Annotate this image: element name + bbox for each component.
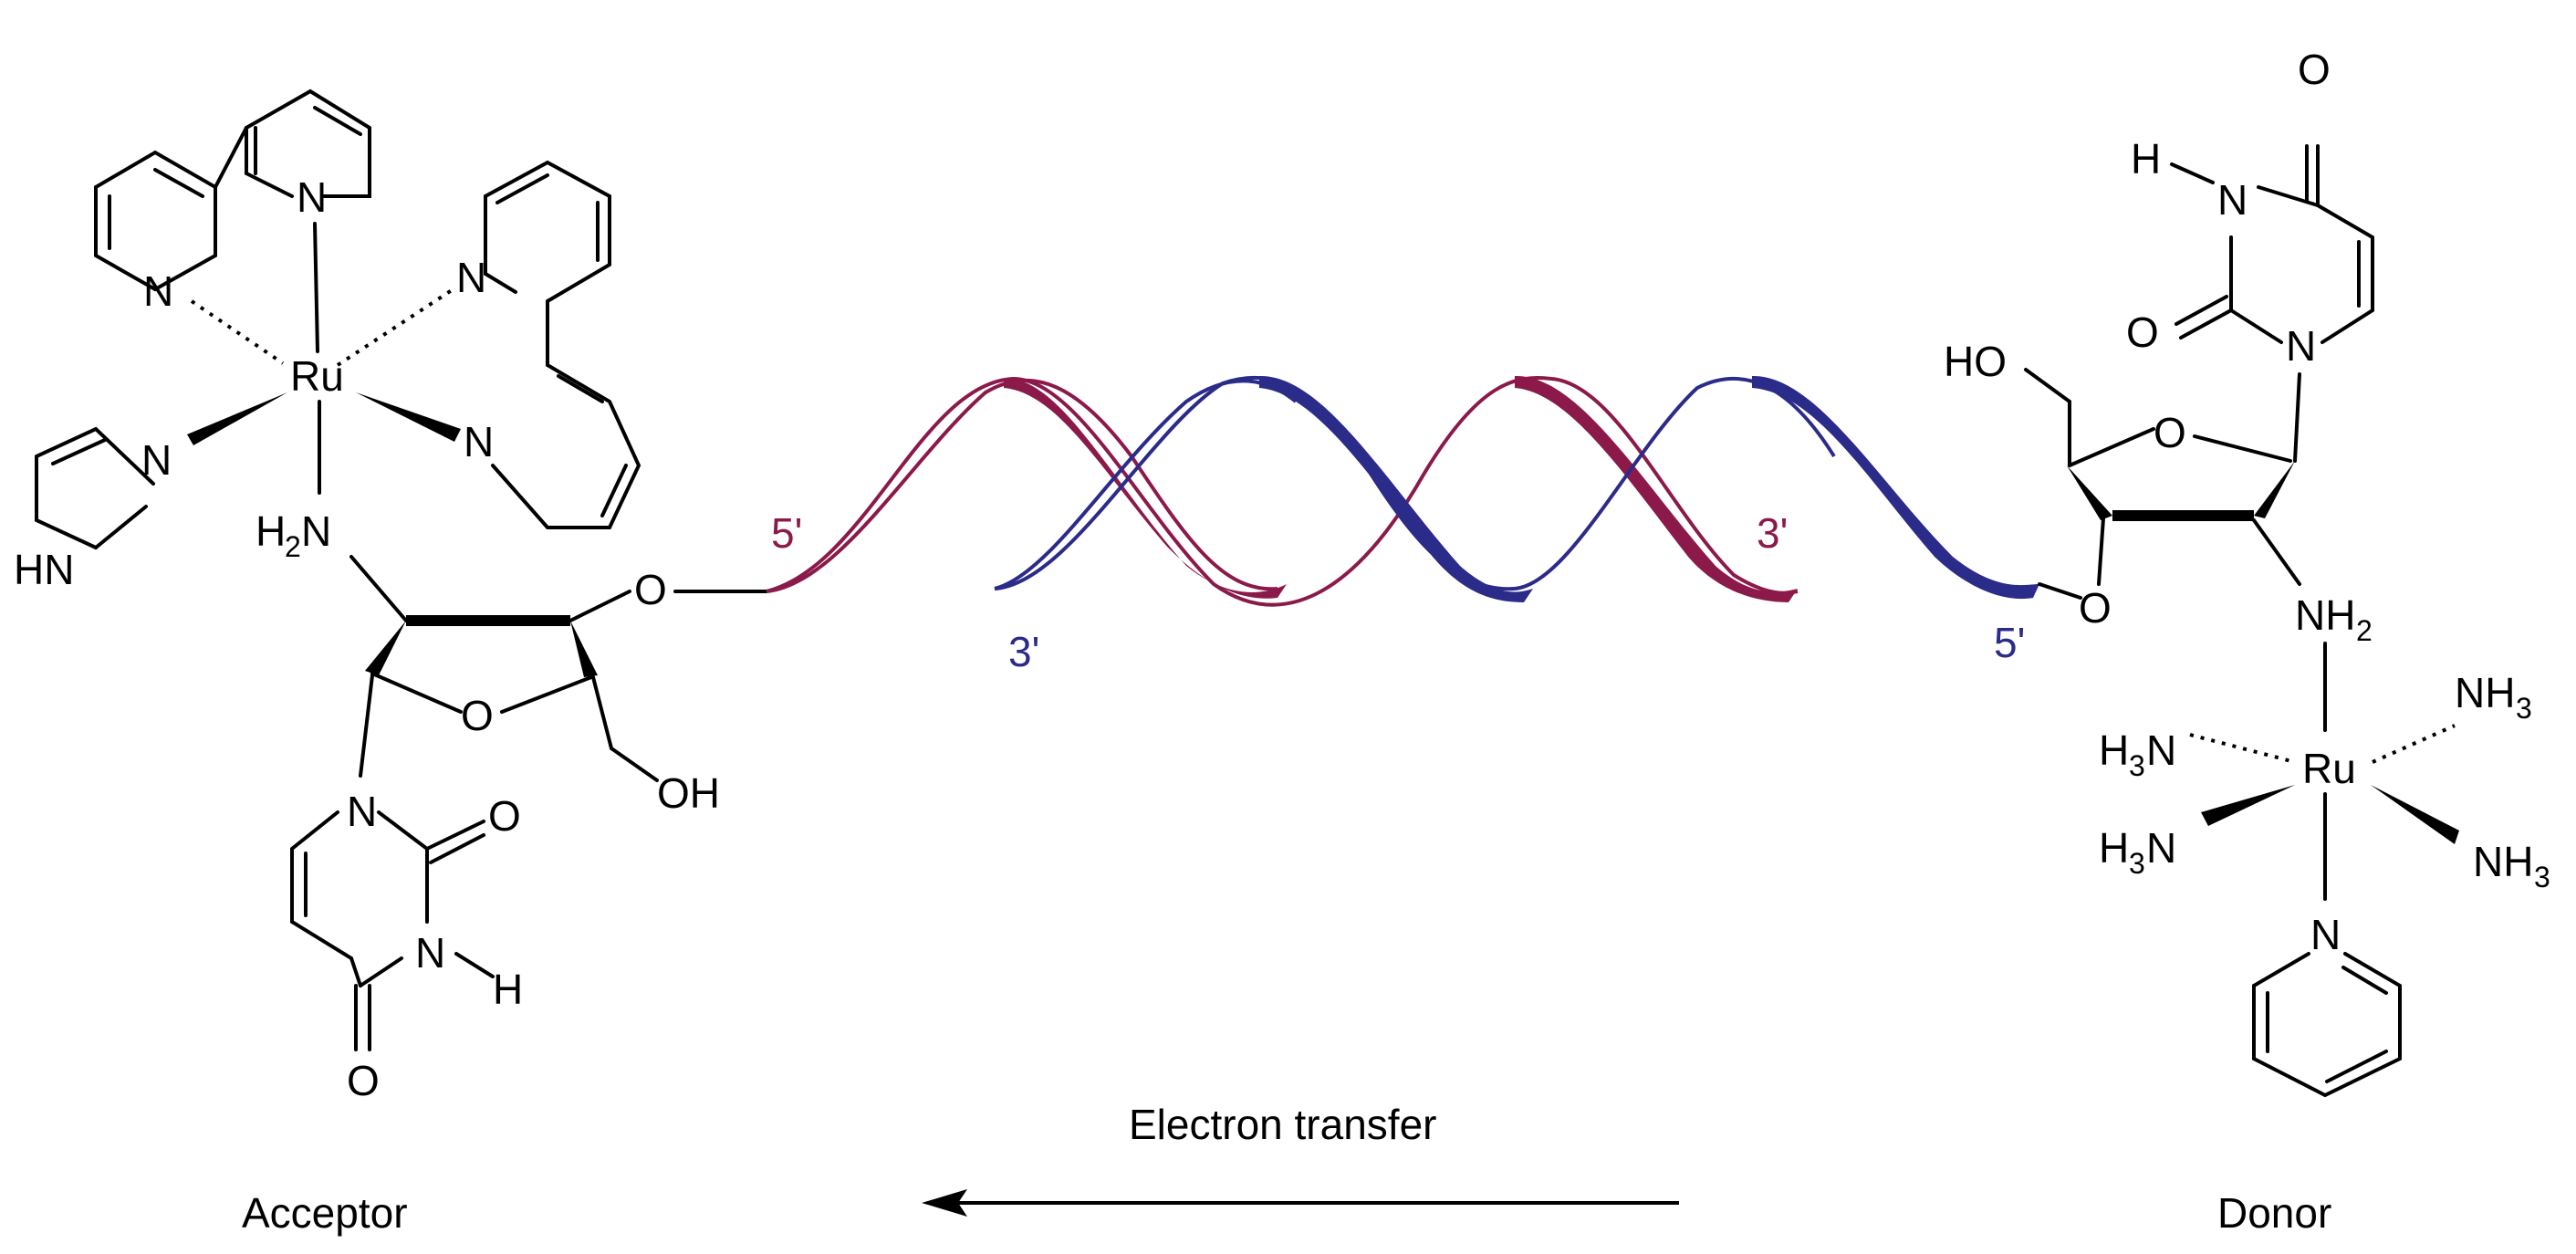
acceptor-n-ring-b: N [297, 173, 327, 221]
donor-uracil-h: H [2131, 135, 2161, 183]
donor-nh3-top-nh: NH [2455, 669, 2515, 716]
blue-ribbon-1 [1259, 375, 1533, 602]
donor-pyridine-ring [2252, 952, 2402, 1098]
donor-nh3-top-sub: 3 [2516, 692, 2532, 725]
bipyridine-ring-a: N [94, 150, 217, 315]
acceptor-uracil-o2: O [488, 792, 521, 840]
acceptor-uracil: N O N H O [290, 788, 523, 1104]
donor-nh2-sub: 2 [2356, 614, 2373, 647]
donor-complex: O O HO N O N H [1944, 46, 2550, 1237]
acceptor-n-ring-a: N [143, 267, 173, 315]
donor-nh3-bottom-nh: NH [2473, 838, 2533, 885]
donor-linker-o: O [2079, 584, 2112, 632]
ru-n-wedge-d [356, 392, 461, 442]
acceptor-h2n-sub: 2 [285, 530, 301, 563]
donor-sugar-o: O [2154, 409, 2186, 456]
donor-h3n-top-h: H [2099, 726, 2129, 774]
dna-duplex: 5' 3' 3' 5' [766, 375, 2039, 675]
acceptor-sugar-o: O [461, 692, 494, 739]
donor-sugar-ring: O HO [1944, 338, 2301, 586]
donor-h3n-top-sub: 3 [2129, 749, 2145, 782]
acceptor-complex: Ru N N N [14, 89, 768, 1237]
donor-ho: HO [1944, 338, 2007, 385]
red-ribbon-2 [1515, 375, 1798, 602]
red-strand-1 [766, 375, 1799, 607]
donor-uracil: N O N H O [2126, 46, 2374, 370]
donor-uracil-o4: O [2298, 46, 2331, 93]
acceptor-n-ring-c: N [456, 254, 486, 301]
acceptor-sugar-ring: O O OH [349, 555, 768, 817]
acceptor-h2n-h: H [256, 507, 286, 555]
acceptor-n-ring-d: N [464, 418, 494, 465]
donor-h3n-top-n: N [2146, 726, 2176, 774]
donor-h3n-bottom-sub: 3 [2129, 847, 2145, 880]
donor-nh2-nh: NH [2295, 591, 2355, 639]
strand-end-left-5prime: 5' [771, 509, 802, 557]
bipyridine-ring-c: N [456, 160, 611, 303]
donor-uracil-n1: N [2286, 322, 2316, 370]
donor-pyridine-n: N [2310, 911, 2341, 958]
acceptor-uracil-n3: N [415, 929, 445, 977]
donor-uracil-n3: N [2217, 176, 2247, 224]
strand-end-right-3prime: 3' [1757, 509, 1788, 557]
bipyridine-ring-b: N [214, 89, 371, 221]
arrow-head [922, 1189, 967, 1217]
acceptor-oh: OH [657, 769, 720, 817]
blue-strand-1 [994, 375, 1836, 591]
strand-end-left-3prime: 3' [1008, 628, 1039, 675]
donor-uracil-o2: O [2126, 308, 2159, 356]
acceptor-h2n-n: N [301, 507, 331, 555]
donor-h3n-bottom-h: H [2099, 824, 2129, 872]
donor-nh3-bottom-sub: 3 [2534, 861, 2550, 893]
acceptor-uracil-o4: O [347, 1057, 380, 1104]
acceptor-hn-imidazole: HN [14, 546, 74, 593]
donor-h3n-bottom-n: N [2146, 824, 2176, 872]
ru-n-bond-b [313, 222, 319, 353]
bipyridine-ring-d: N [464, 299, 641, 529]
acceptor-ru-atom: Ru [290, 352, 344, 400]
acceptor-n-imidazole: N [141, 436, 172, 484]
imidazole-ring: N HN [14, 426, 172, 593]
electron-transfer-arrow: Electron transfer [922, 1101, 1679, 1217]
electron-transfer-label: Electron transfer [1129, 1101, 1436, 1148]
donor-ru-atom: Ru [2302, 745, 2356, 792]
ru-n-wedge-imidazole [187, 392, 287, 445]
strand-end-right-5prime: 5' [1994, 619, 2025, 666]
acceptor-label: Acceptor [242, 1189, 408, 1237]
red-strand-2 [766, 378, 1278, 593]
donor-label: Donor [2217, 1189, 2331, 1237]
acceptor-uracil-h: H [493, 966, 523, 1013]
blue-strand-2 [994, 379, 1298, 590]
acceptor-uracil-n1: N [347, 788, 377, 835]
ru-n-hash-a [190, 299, 285, 365]
acceptor-linker-o: O [634, 566, 667, 613]
ru-n-hash-c [336, 288, 454, 367]
